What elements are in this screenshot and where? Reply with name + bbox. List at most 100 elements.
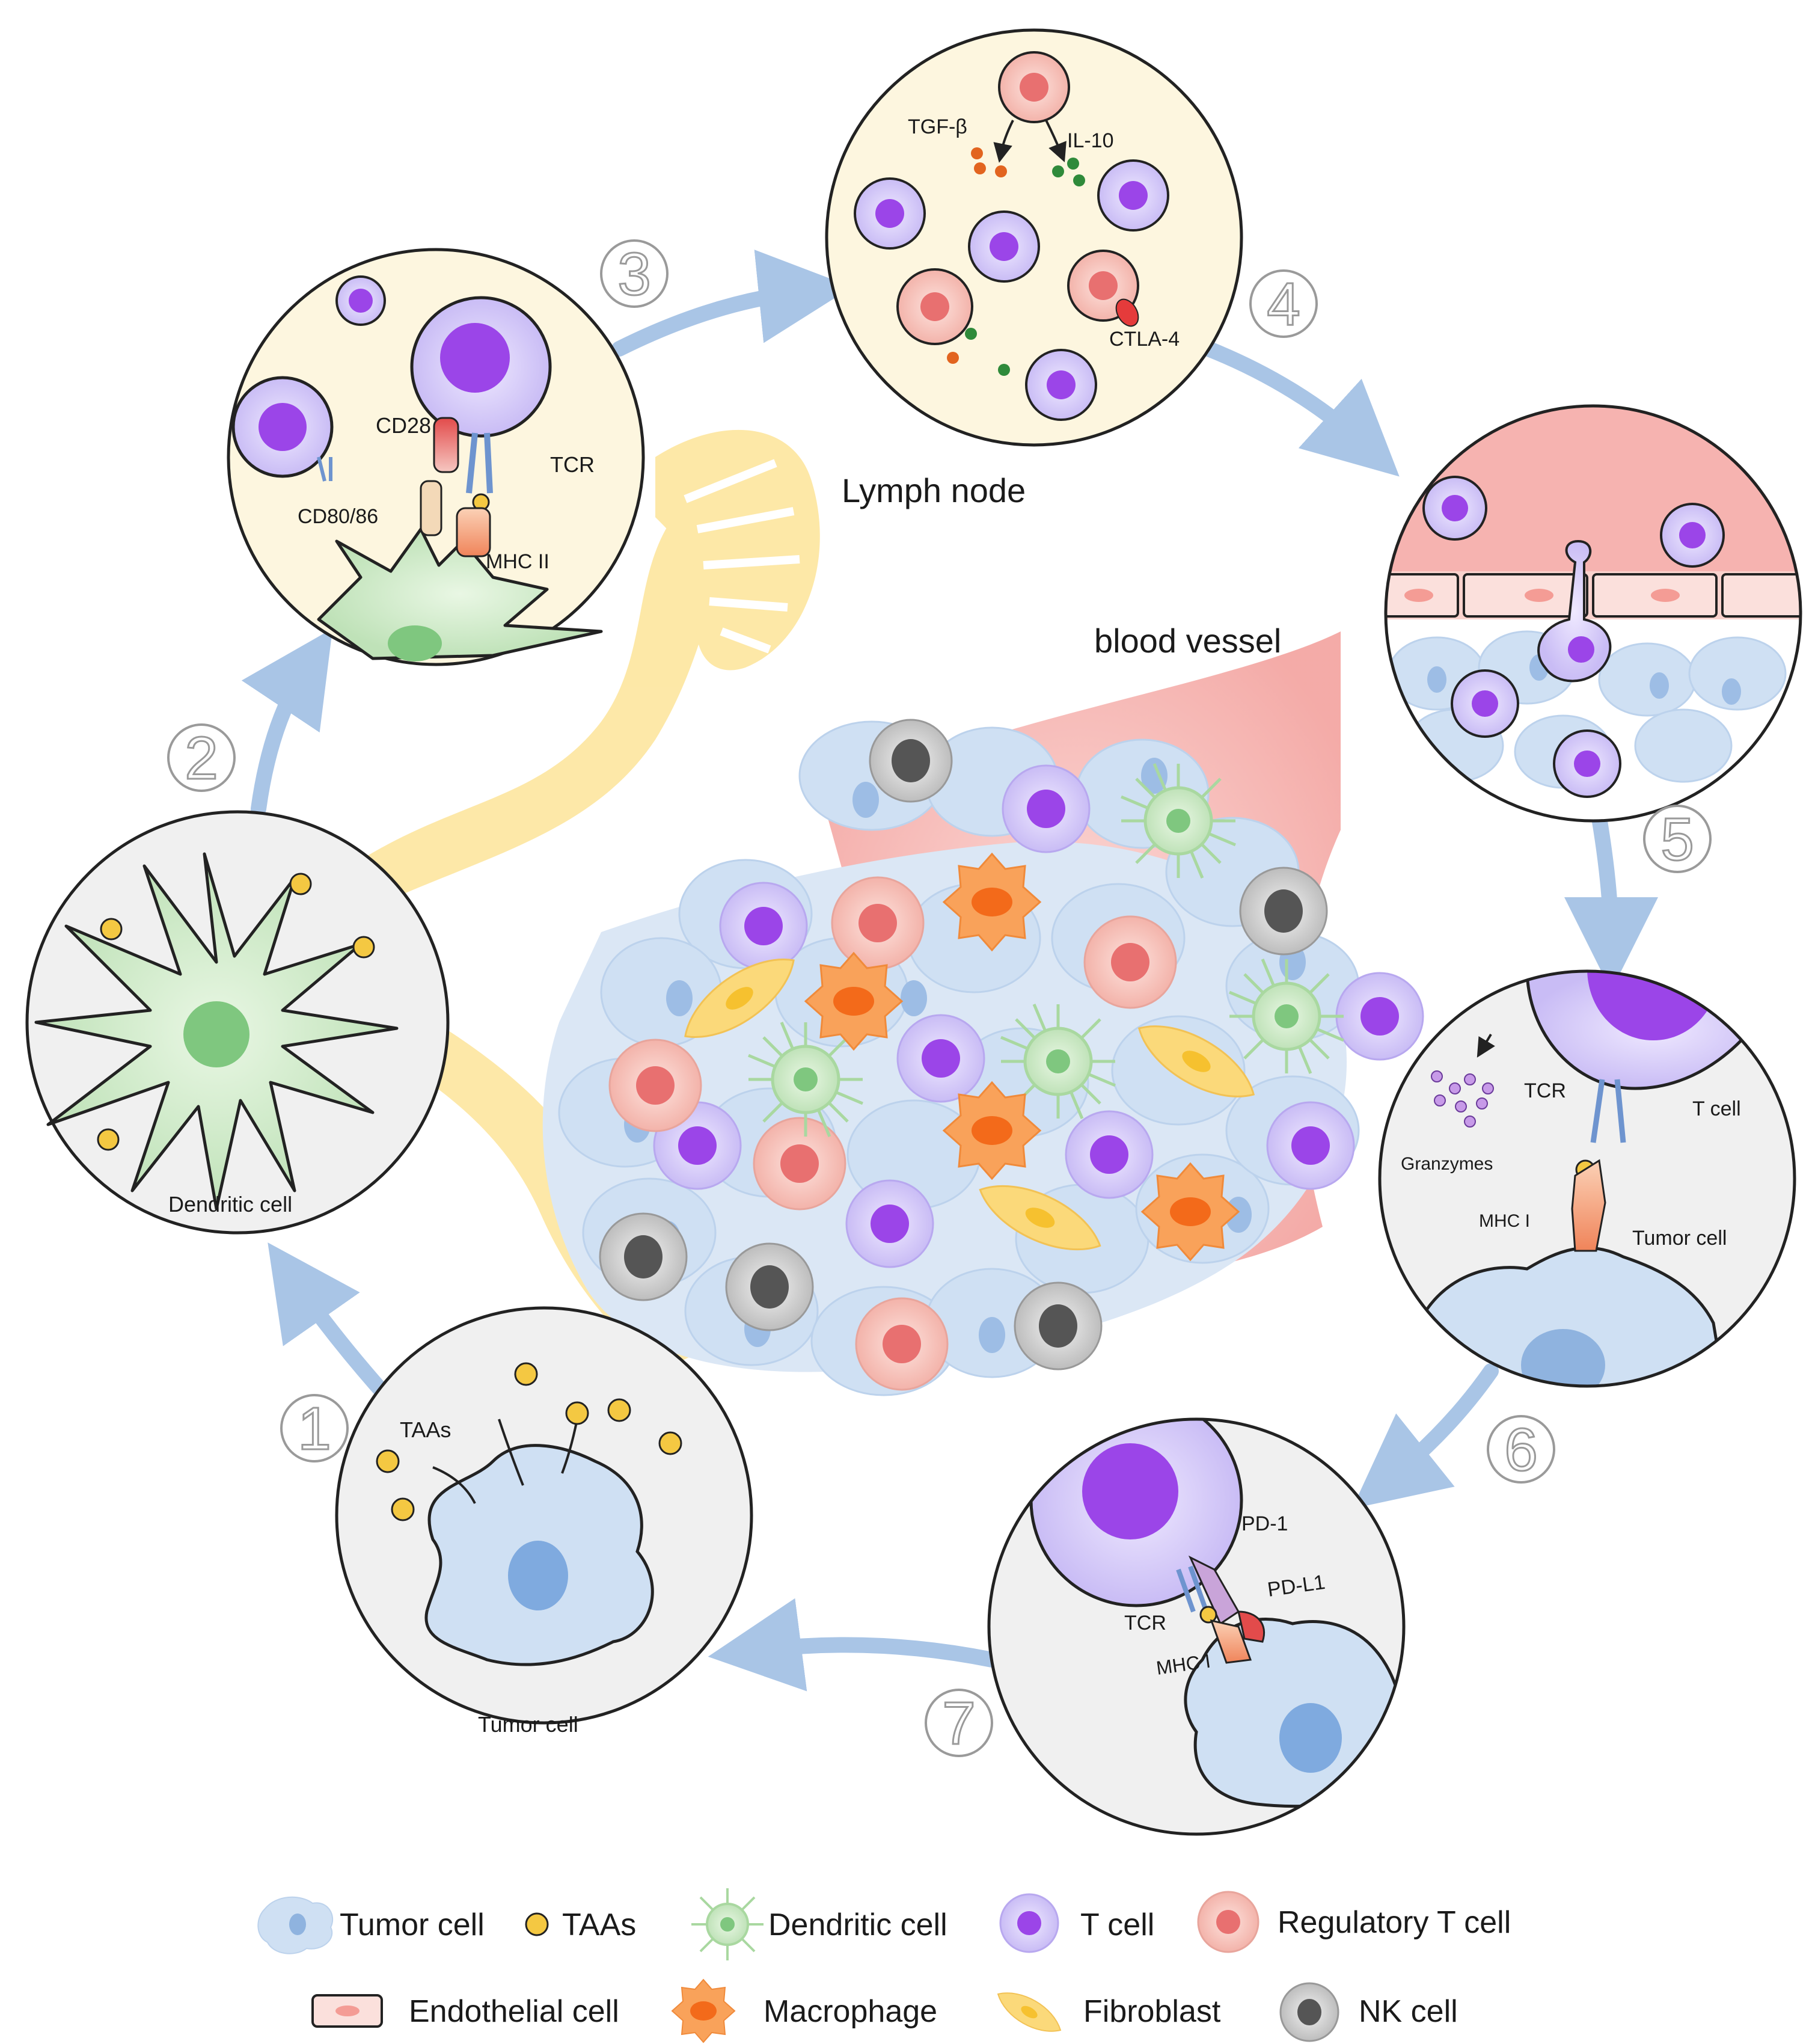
taa-dots <box>376 1362 682 1521</box>
legend-label: Endothelial cell <box>409 1994 619 2029</box>
svg-text:7: 7 <box>942 1690 976 1757</box>
treg-cell <box>896 268 973 345</box>
legend-label: Fibroblast <box>1083 1994 1221 2029</box>
step-7: 7 <box>925 1689 993 1758</box>
ctla-4-receptor <box>1115 298 1139 327</box>
svg-text:5: 5 <box>1660 806 1694 873</box>
legend-label: Regulatory T cell <box>1278 1905 1511 1940</box>
arrow-3-to-4 <box>611 250 852 357</box>
t-cell-label-6: T cell <box>1692 1097 1741 1120</box>
regulatory-t-cell <box>855 1297 949 1391</box>
arrow-5-to-6 <box>1564 810 1658 991</box>
lymph-node-label: Lymph node <box>842 471 1026 509</box>
legend-label: TAAs <box>562 1907 636 1942</box>
t-cell <box>1002 764 1091 853</box>
t-cell <box>896 1014 985 1103</box>
regulatory-t-cell <box>831 876 925 970</box>
legend-item-macrophage: Macrophage <box>671 1978 937 2043</box>
regulatory-t-cell <box>1083 915 1177 1009</box>
t-cell <box>1097 159 1169 232</box>
fibroblast <box>684 959 1255 1251</box>
tgf-beta-label: TGF-β <box>908 115 967 138</box>
ctla-4-label: CTLA-4 <box>1109 328 1180 351</box>
dendritic-cell-label: Dendritic cell <box>168 1192 292 1217</box>
arrow-4-to-5 <box>1201 341 1400 477</box>
step-1: 1 <box>280 1394 349 1464</box>
t-cell <box>1025 349 1097 421</box>
t-cell <box>1335 972 1424 1061</box>
taas-label: TAAs <box>400 1417 451 1442</box>
regulatory-t-cell <box>608 1039 702 1132</box>
panel-6-t-cell-killing: TCR T cell Granzymes MHC I Tumor cell <box>1378 969 1796 1388</box>
step-3: 3 <box>600 239 669 309</box>
cycle-arrows <box>241 250 1658 1692</box>
arrow-1-to-2 <box>268 1242 399 1409</box>
panel-3-dc <box>317 527 603 661</box>
blood-vessel-label: blood vessel <box>1094 622 1281 660</box>
tumor-cell-label-6: Tumor cell <box>1632 1227 1727 1250</box>
t-cell <box>1553 729 1621 798</box>
mhc-ii-label: MHC II <box>486 550 549 573</box>
mhc-i-label-6: MHC I <box>1479 1211 1530 1231</box>
legend-item-t-cell: T cell <box>999 1893 1154 1953</box>
legend-item-endothelial-cell: Endothelial cell <box>311 1994 619 2029</box>
panel-1-tumor-cell: TAAs Tumor cell <box>335 1306 753 1737</box>
cd80-86-label: CD80/86 <box>298 505 378 528</box>
tumor-cell-label: Tumor cell <box>478 1712 578 1737</box>
tcr-label-6: TCR <box>1524 1079 1566 1102</box>
svg-text:3: 3 <box>617 241 651 308</box>
pd-1-label: PD-1 <box>1241 1512 1288 1535</box>
tcr-label: TCR <box>550 452 595 477</box>
t-cell <box>1266 1101 1355 1190</box>
il-10-label: IL-10 <box>1067 129 1114 152</box>
panel-3-t-cell-left <box>231 376 334 478</box>
legend-label: Tumor cell <box>340 1907 485 1942</box>
t-cell <box>1065 1110 1154 1199</box>
dendritic-cell <box>748 763 1344 1137</box>
legend-item-tumor-cell: Tumor cell <box>257 1896 485 1954</box>
t-cell <box>1422 476 1487 541</box>
tcr-label-7: TCR <box>1124 1612 1166 1634</box>
granzyme-dots <box>1431 1070 1494 1128</box>
mhc-ii <box>456 507 491 557</box>
legend-label: Dendritic cell <box>768 1907 947 1942</box>
svg-text:2: 2 <box>185 725 218 792</box>
nk-cell <box>1014 1281 1103 1370</box>
t-cell <box>854 177 926 250</box>
nk-cell <box>869 719 953 803</box>
panel-7-checkpoint: PD-1 PD-L1 TCR MHC I <box>987 1417 1406 1836</box>
panel-3-antigen-presentation: CD28 TCR CD80/86 MHC II <box>227 248 645 666</box>
cd28-label: CD28 <box>376 413 431 438</box>
panel-5-blood-vessel <box>1384 404 1802 823</box>
t-cell <box>845 1179 934 1268</box>
mhc-i-molecule <box>1571 1159 1606 1252</box>
panel-3-t-cell-small <box>335 275 386 326</box>
svg-text:4: 4 <box>1267 271 1300 338</box>
arrow-2-to-3 <box>241 628 333 817</box>
legend-label: T cell <box>1080 1907 1154 1942</box>
nk-cell <box>599 1212 688 1301</box>
legend-item-fibroblast: Fibroblast <box>997 1992 1221 2032</box>
legend-label: Macrophage <box>764 1994 937 2029</box>
nk-cell <box>725 1242 814 1331</box>
t-cell <box>968 210 1040 283</box>
cluster-cells <box>599 719 1424 1391</box>
legend-item-taas: TAAs <box>525 1907 636 1942</box>
cd28-receptor <box>433 417 459 473</box>
panel-4-lymph-node: TGF-β IL-10 CTLA-4 <box>825 28 1243 447</box>
regulatory-t-cell <box>753 1117 846 1211</box>
arrow-6-to-7 <box>1352 1363 1499 1509</box>
legend: Tumor cell TAAs Dendritic cell T cell Re… <box>257 1888 1511 2043</box>
step-numbers: 1 2 3 4 5 6 7 <box>167 239 1712 1758</box>
legend-item-regulatory-t-cell: Regulatory T cell <box>1197 1891 1511 1953</box>
panel-3-t-cell-large <box>410 296 552 438</box>
tumor-microenvironment <box>542 631 1424 1396</box>
granzymes-label: Granzymes <box>1401 1154 1493 1174</box>
svg-text:1: 1 <box>298 1395 331 1462</box>
legend-item-nk-cell: NK cell <box>1279 1982 1458 2042</box>
t-cell <box>1451 669 1519 738</box>
legend-label: NK cell <box>1359 1994 1458 2029</box>
svg-text:6: 6 <box>1504 1416 1538 1484</box>
arrow-7-to-1 <box>708 1598 1000 1692</box>
